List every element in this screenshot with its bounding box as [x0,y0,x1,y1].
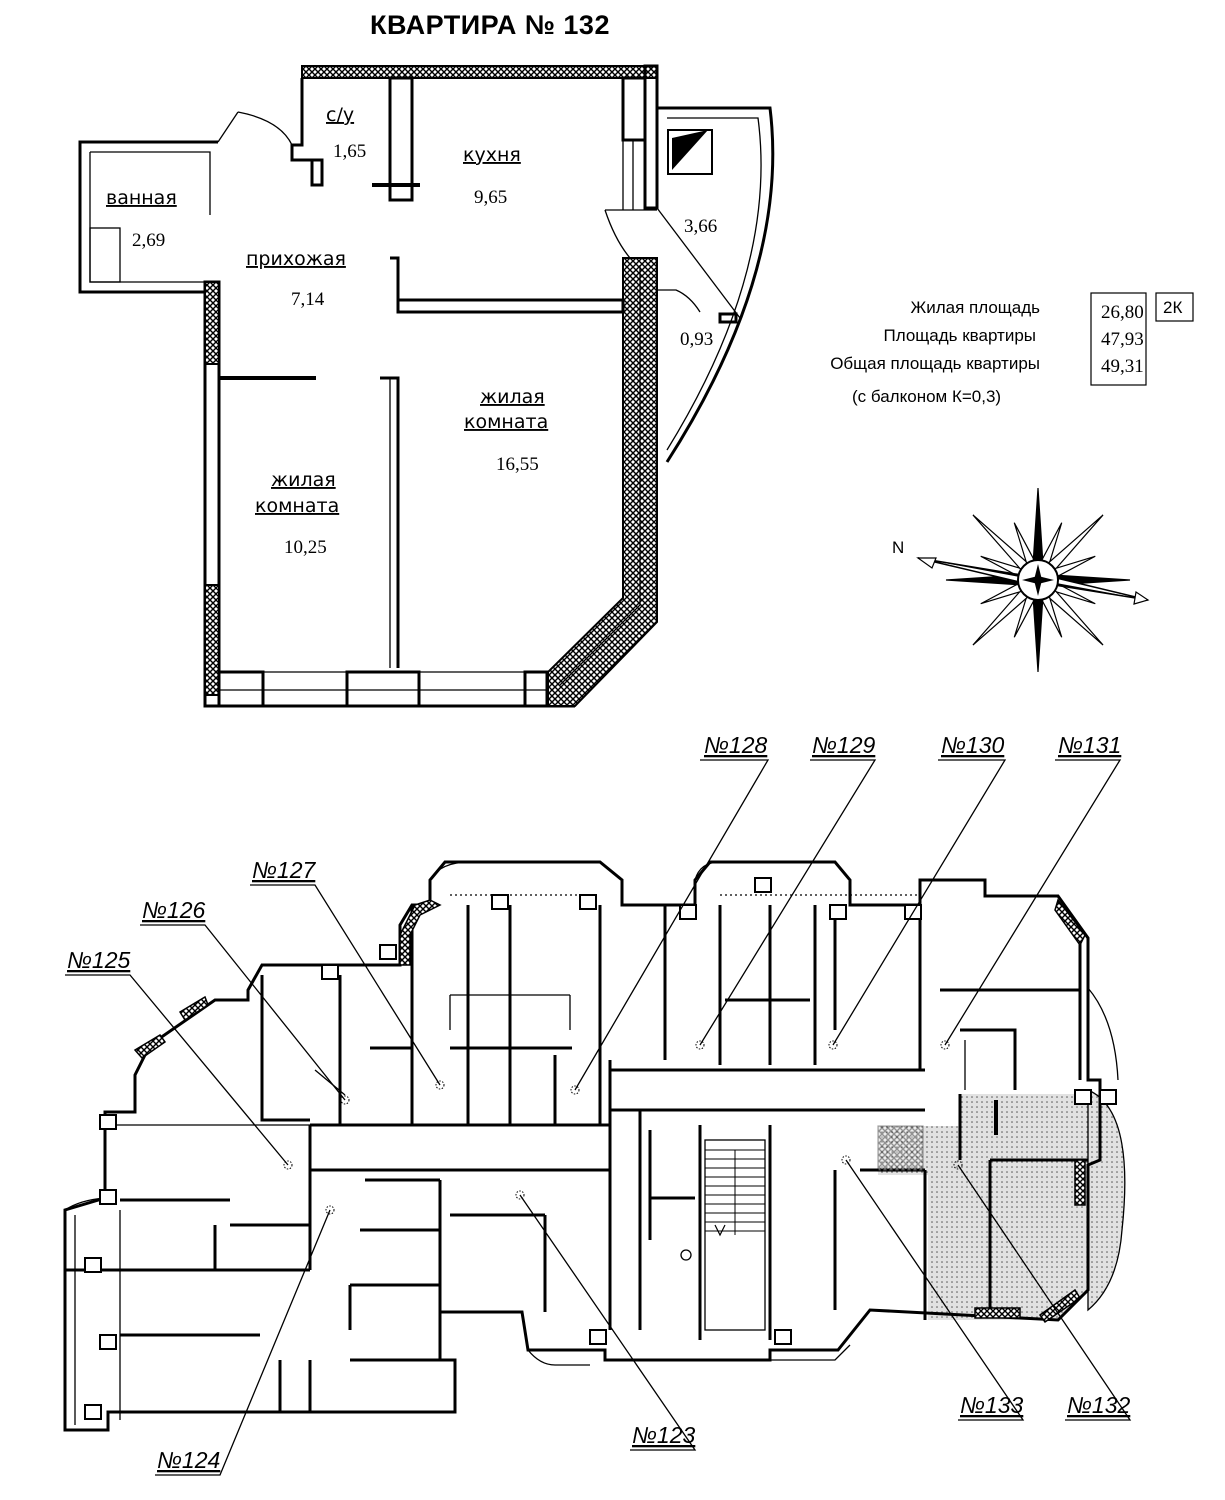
living-area-label: Жилая площадь [911,298,1041,317]
su-area: 1,65 [333,141,366,162]
staircase [680,1139,766,1331]
apartment-area-value: 47,93 [1101,329,1144,350]
apt-132-label: №132 [1067,1392,1130,1418]
living2-label-line2: комната [255,495,339,517]
balcony-coefficient-note: (с балконом К=0,3) [852,387,1001,406]
apt-130-label: №130 [941,732,1004,758]
balcony2-area: 0,93 [680,329,713,350]
floor-key-plan [63,759,1132,1476]
living1-area: 16,55 [496,454,539,475]
apt-127-label: №127 [252,857,316,883]
compass-icon [916,487,1150,673]
total-area-value: 49,31 [1101,356,1144,377]
total-area-label: Общая площадь квартиры [830,354,1040,373]
balcony1-area: 3,66 [684,216,717,237]
su-label: с/у [326,104,354,126]
apartment-area-label: Площадь квартиры [884,326,1037,345]
apt-133-label: №133 [960,1392,1023,1418]
apt-131-label: №131 [1058,732,1121,758]
compass-north-label: N [892,538,904,557]
kitchen-label: кухня [463,144,521,166]
hall-area: 7,14 [291,289,325,310]
kitchen-area: 9,65 [474,187,507,208]
living1-label-line1: жилая [480,386,545,408]
bath-area: 2,69 [132,230,165,251]
apt-124-label: №124 [157,1447,220,1473]
apt-126-label: №126 [142,897,205,923]
apt-128-label: №128 [704,732,767,758]
living1-label-line2: комната [464,411,548,433]
living-area-value: 26,80 [1101,302,1144,323]
living2-label-line1: жилая [271,469,336,491]
apt-123-label: №123 [632,1422,695,1448]
page-title: КВАРТИРА № 132 [370,10,610,40]
room-type-badge: 2К [1163,298,1182,317]
bath-label: ванная [106,187,177,209]
living2-area: 10,25 [284,537,327,558]
apt-125-label: №125 [67,947,130,973]
area-summary: Жилая площадь Площадь квартиры Общая пло… [830,292,1194,406]
apartment-plan [78,64,775,708]
apt-129-label: №129 [812,732,875,758]
hall-label: прихожая [246,248,346,270]
